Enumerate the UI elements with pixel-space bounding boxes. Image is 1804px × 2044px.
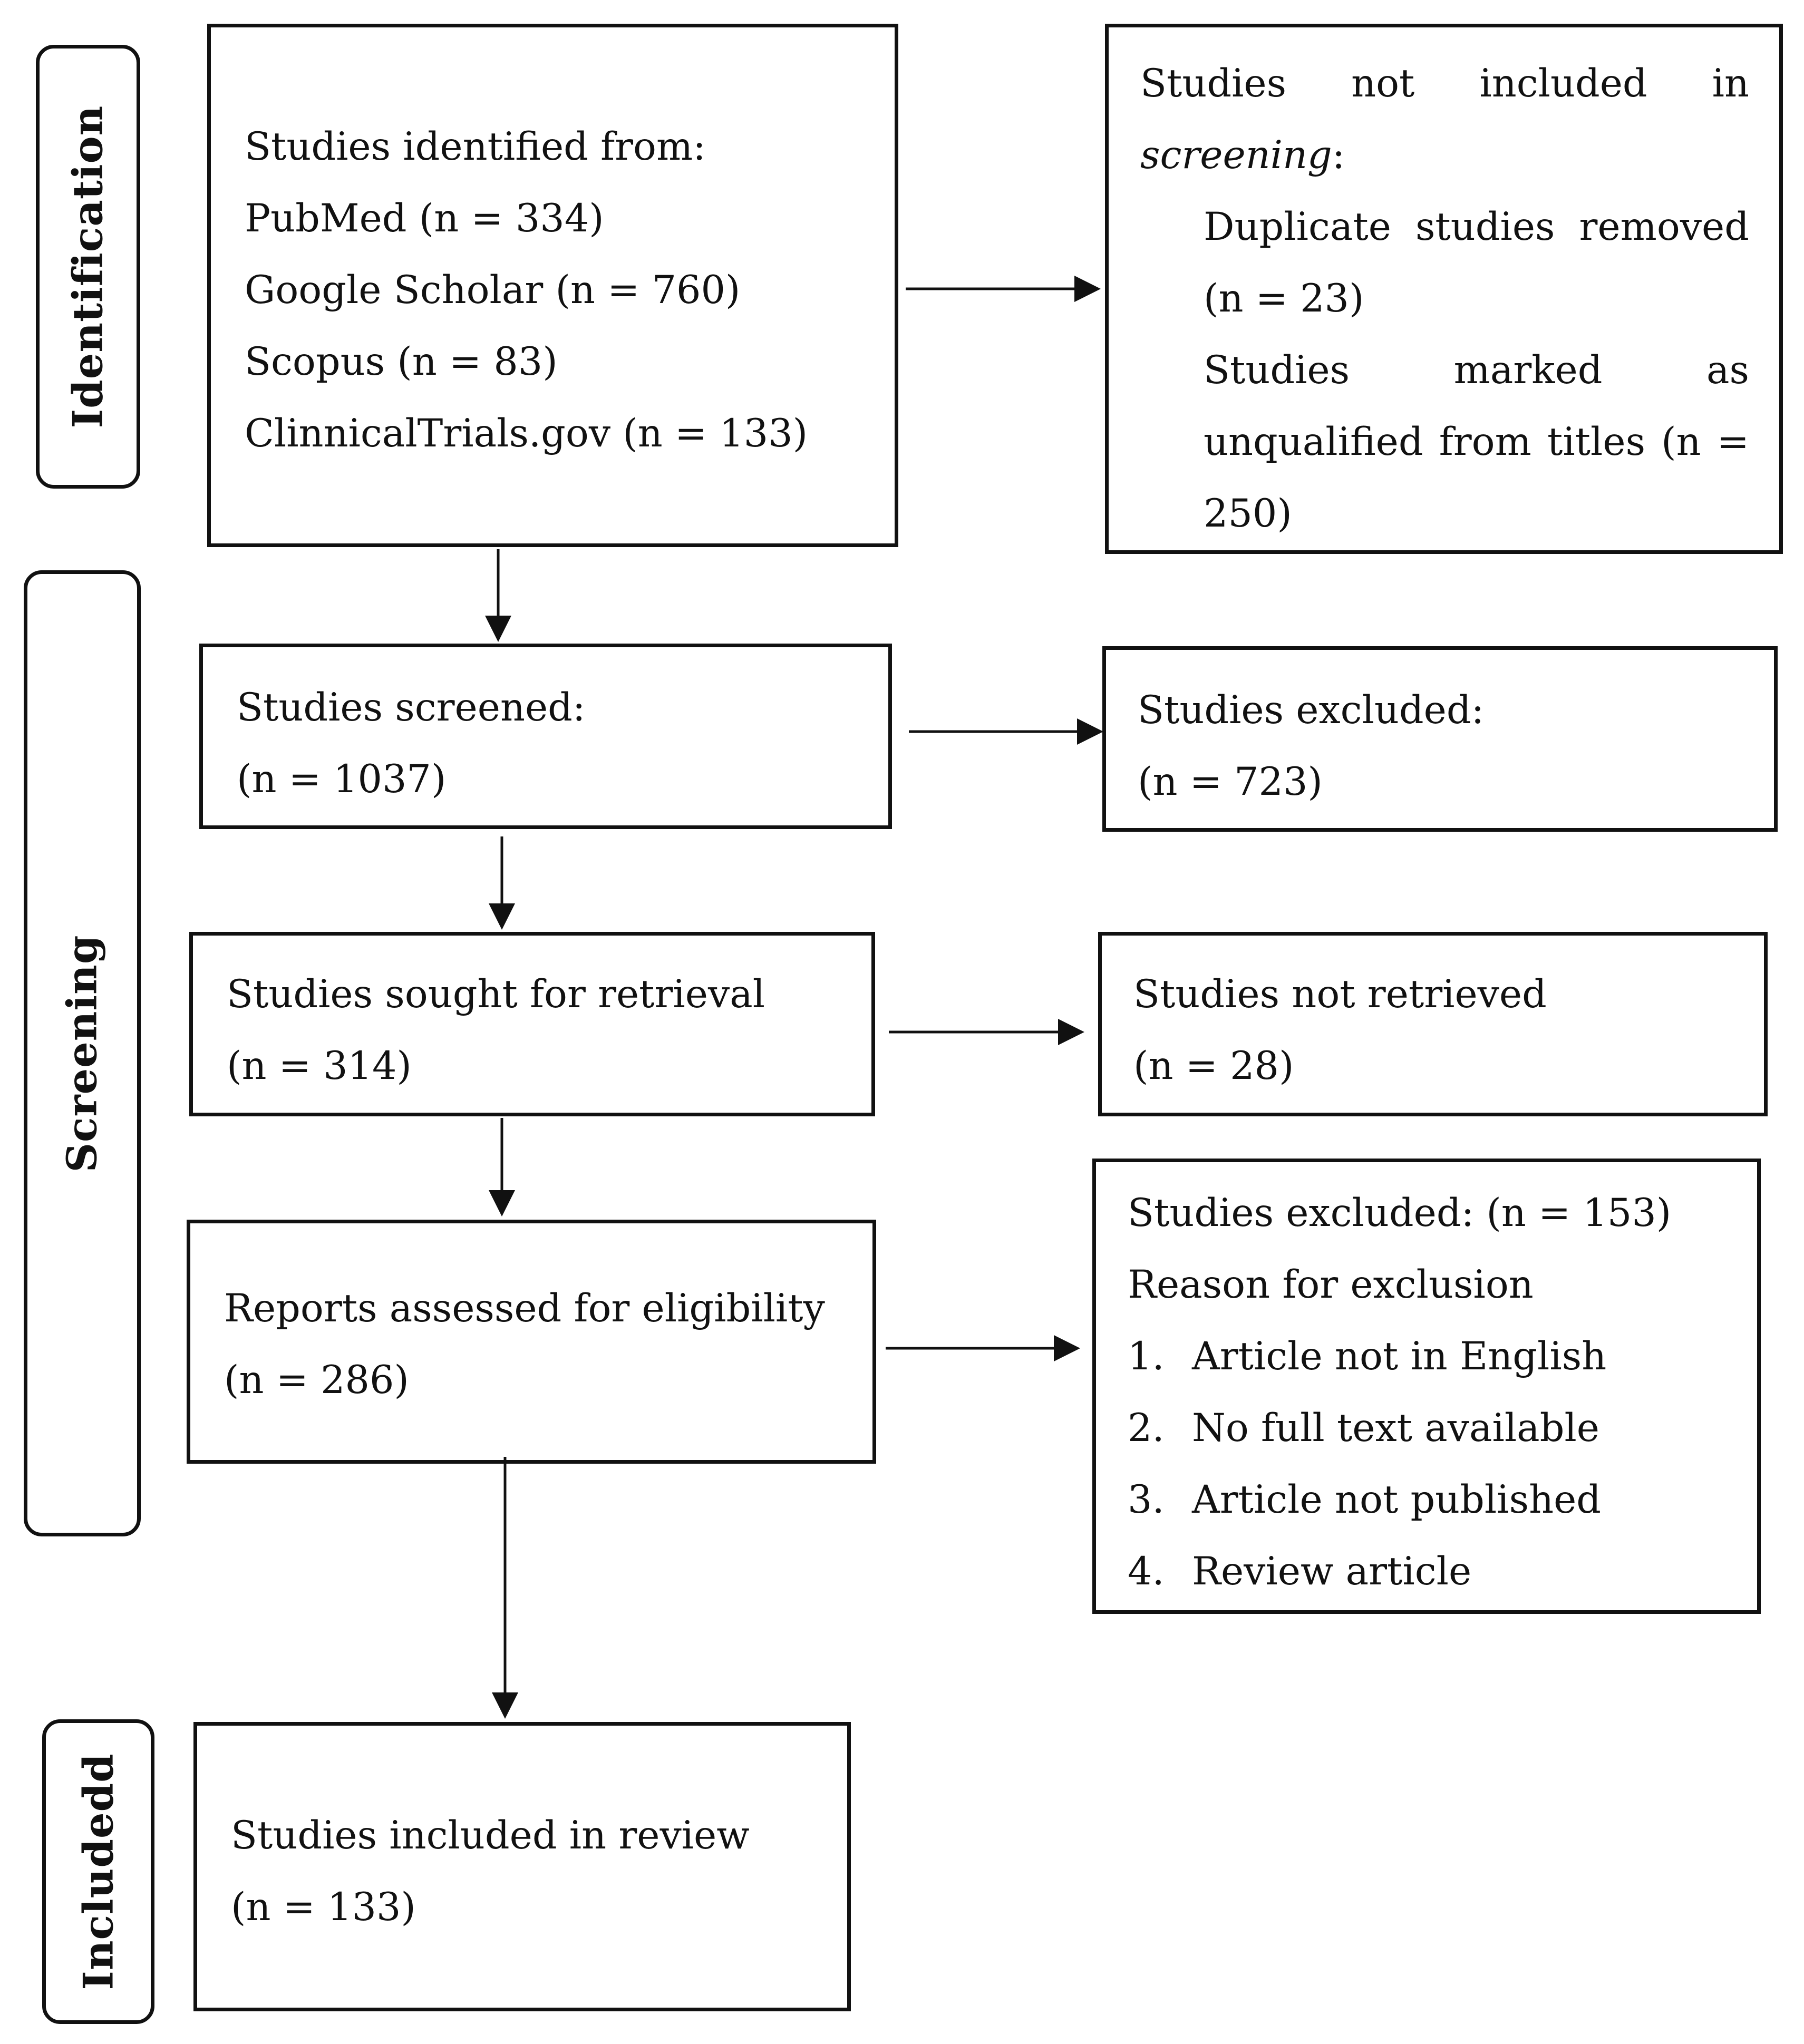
screened-count: (n = 1037) (237, 757, 447, 802)
identified-box: Studies identified from: PubMed (n = 334… (207, 24, 898, 547)
not-retrieved-count: (n = 28) (1133, 1044, 1294, 1088)
excluded-eligibility-title: Studies excluded: (n = 153) (1128, 1191, 1672, 1235)
excluded-screen-box: Studies excluded: (n = 723) (1102, 646, 1778, 832)
included-review-box: Studies included in review (n = 133) (193, 1722, 851, 2011)
included-review-title: Studies included in review (231, 1813, 750, 1858)
marked-unqualified-count: 250) (1204, 491, 1292, 536)
excluded-eligibility-box: Studies excluded: (n = 153) Reason for e… (1092, 1159, 1761, 1614)
arrow-identified-to-not-included-head (1074, 276, 1101, 302)
arrow-screened-to-sought-head (489, 903, 515, 930)
not-included-heading: Studies not included in (1140, 61, 1749, 106)
arrow-sought-to-assessed-head (489, 1190, 515, 1216)
sought-title: Studies sought for retrieval (227, 972, 765, 1017)
marked-unqualified: Studies marked as (1204, 348, 1749, 393)
sought-count: (n = 314) (227, 1044, 412, 1088)
duplicates-count: (n = 23) (1204, 276, 1364, 321)
assessed-title: Reports assessed for eligibility (224, 1286, 825, 1331)
screened-box: Studies screened: (n = 1037) (199, 644, 892, 829)
stage-screening: Screening (24, 570, 141, 1536)
not-included-heading-cont: screening: (1140, 133, 1345, 178)
source-scopus: Scopus (n = 83) (245, 339, 558, 384)
excluded-screen-title: Studies excluded: (1138, 688, 1485, 733)
reason-item: 3.Article not published (1128, 1477, 1602, 1522)
not-retrieved-box: Studies not retrieved (n = 28) (1098, 932, 1768, 1116)
not-retrieved-title: Studies not retrieved (1133, 972, 1547, 1017)
screened-title: Studies screened: (237, 685, 586, 730)
arrow-sought-to-not-retrieved-head (1058, 1019, 1084, 1045)
stage-included: Includedd (42, 1719, 154, 2024)
arrow-assessed-to-included-head (492, 1692, 518, 1719)
sought-box: Studies sought for retrieval (n = 314) (189, 932, 875, 1116)
assessed-count: (n = 286) (224, 1358, 409, 1403)
source-pubmed: PubMed (n = 334) (245, 196, 604, 241)
reason-item: 1.Article not in English (1128, 1334, 1607, 1379)
source-clinicaltrials: ClinnicalTrials.gov (n = 133) (245, 411, 808, 456)
assessed-box: Reports assessed for eligibility (n = 28… (187, 1220, 876, 1464)
included-review-count: (n = 133) (231, 1885, 416, 1930)
source-google-scholar: Google Scholar (n = 760) (245, 268, 741, 313)
arrow-screened-to-excluded-head (1077, 718, 1103, 745)
duplicates-removed: Duplicate studies removed (1204, 205, 1749, 249)
stage-identification: Identification (36, 45, 140, 489)
reason-item: 4.Review article (1128, 1549, 1472, 1594)
identified-heading: Studies identified from: (245, 124, 706, 169)
marked-unqualified-cont: unqualified from titles (n = (1204, 420, 1749, 464)
excluded-screen-count: (n = 723) (1138, 760, 1323, 804)
reason-item: 2.No full text available (1128, 1406, 1599, 1451)
exclusion-reason-heading: Reason for exclusion (1128, 1262, 1534, 1307)
arrow-identified-to-screened-head (485, 616, 511, 642)
arrow-assessed-to-excluded-head (1054, 1335, 1080, 1361)
not-included-box: Studies not included in screening: Dupli… (1105, 24, 1783, 554)
